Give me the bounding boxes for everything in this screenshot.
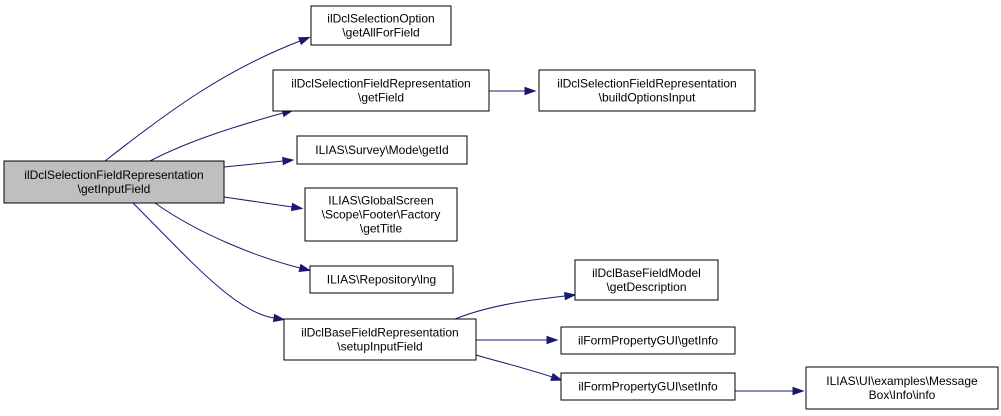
node-n5[interactable]: ILIAS\GlobalScreen\Scope\Footer\Factory\…	[304, 187, 458, 242]
node-n6[interactable]: ILIAS\Repository\lng	[309, 265, 454, 294]
edge-root-to-n2	[149, 109, 295, 162]
arrowhead-icon	[550, 372, 563, 381]
node-label-line: \Scope\Footer\Factory	[322, 208, 441, 222]
node-n8[interactable]: ilDclBaseFieldModel\getDescription	[574, 259, 719, 301]
arrowhead-icon	[792, 386, 805, 396]
node-label-line: \setupInputField	[337, 340, 422, 354]
node-box	[3, 160, 225, 204]
edge-line	[454, 295, 566, 320]
edge-n10-to-n11	[735, 386, 805, 396]
edge-line	[223, 160, 284, 168]
edge-n7-to-n9	[476, 335, 559, 345]
node-box	[304, 187, 458, 242]
arrowhead-icon	[298, 263, 312, 272]
node-label-line: ILIAS\GlobalScreen	[328, 194, 433, 208]
arrowhead-icon	[298, 36, 311, 46]
node-label-line: \getField	[358, 91, 404, 105]
node-label-line: \buildOptionsInput	[599, 91, 696, 105]
edge-root-to-n4	[223, 156, 295, 168]
node-label-line: ilDclBaseFieldRepresentation	[301, 326, 458, 340]
node-label-line: \getInputField	[78, 182, 151, 196]
node-box	[574, 259, 719, 301]
node-label-line: ilDclSelectionFieldRepresentation	[291, 77, 470, 91]
arrowhead-icon	[272, 313, 286, 323]
node-box	[309, 265, 454, 294]
arrowhead-icon	[524, 86, 537, 96]
node-n2[interactable]: ilDclSelectionFieldRepresentation\getFie…	[272, 69, 490, 112]
node-n3[interactable]: ilDclSelectionFieldRepresentation\buildO…	[538, 69, 756, 112]
node-box	[560, 372, 736, 401]
node-box	[805, 366, 999, 410]
edge-n7-to-n10	[475, 354, 563, 381]
node-label-line: \getDescription	[606, 280, 686, 294]
node-box	[272, 69, 490, 112]
edge-line	[132, 202, 275, 319]
edge-root-to-n5	[223, 196, 304, 212]
node-label-line: ilFormPropertyGUI\setInfo	[578, 380, 718, 394]
node-label-line: ILIAS\UI\examples\Message	[826, 374, 978, 388]
node-box	[283, 318, 477, 361]
node-label-line: \getTitle	[360, 222, 403, 236]
edge-root-to-n7	[132, 202, 286, 323]
node-label-line: ilDclBaseFieldModel	[592, 266, 701, 280]
node-label-line: ILIAS\Repository\lng	[327, 273, 436, 287]
arrowhead-icon	[564, 291, 577, 301]
edge-line	[104, 40, 301, 162]
arrowhead-icon	[290, 202, 304, 212]
node-label-line: \getAllForField	[342, 26, 419, 40]
edge-n7-to-n8	[454, 291, 577, 320]
node-n9[interactable]: ilFormPropertyGUI\getInfo	[560, 326, 736, 355]
edge-n2-to-n3	[489, 86, 537, 96]
node-n10[interactable]: ilFormPropertyGUI\setInfo	[560, 372, 736, 401]
node-label-line: ilDclSelectionFieldRepresentation	[557, 77, 736, 91]
node-label-line: Box\Info\info	[869, 388, 936, 402]
edge-root-to-n1	[104, 36, 311, 162]
edge-line	[154, 202, 301, 269]
node-label-line: ilDclSelectionFieldRepresentation	[24, 168, 203, 182]
node-box	[310, 5, 452, 46]
edge-line	[475, 354, 553, 378]
node-label-line: ilFormPropertyGUI\getInfo	[578, 334, 718, 348]
node-n1[interactable]: ilDclSelectionOption\getAllForField	[310, 5, 452, 46]
node-n7[interactable]: ilDclBaseFieldRepresentation\setupInputF…	[283, 318, 477, 361]
nodes-layer: ilDclSelectionFieldRepresentation\getInp…	[3, 5, 999, 410]
arrowhead-icon	[282, 156, 295, 166]
node-root[interactable]: ilDclSelectionFieldRepresentation\getInp…	[3, 160, 225, 204]
node-label-line: ILIAS\Survey\Mode\getId	[315, 143, 448, 157]
edge-line	[223, 196, 293, 208]
node-label-line: ilDclSelectionOption	[327, 12, 434, 26]
node-box	[560, 326, 736, 355]
node-box	[296, 135, 468, 165]
arrowhead-icon	[546, 335, 559, 345]
node-box	[538, 69, 756, 112]
edge-line	[149, 112, 284, 162]
edge-root-to-n6	[154, 202, 312, 272]
node-n4[interactable]: ILIAS\Survey\Mode\getId	[296, 135, 468, 165]
